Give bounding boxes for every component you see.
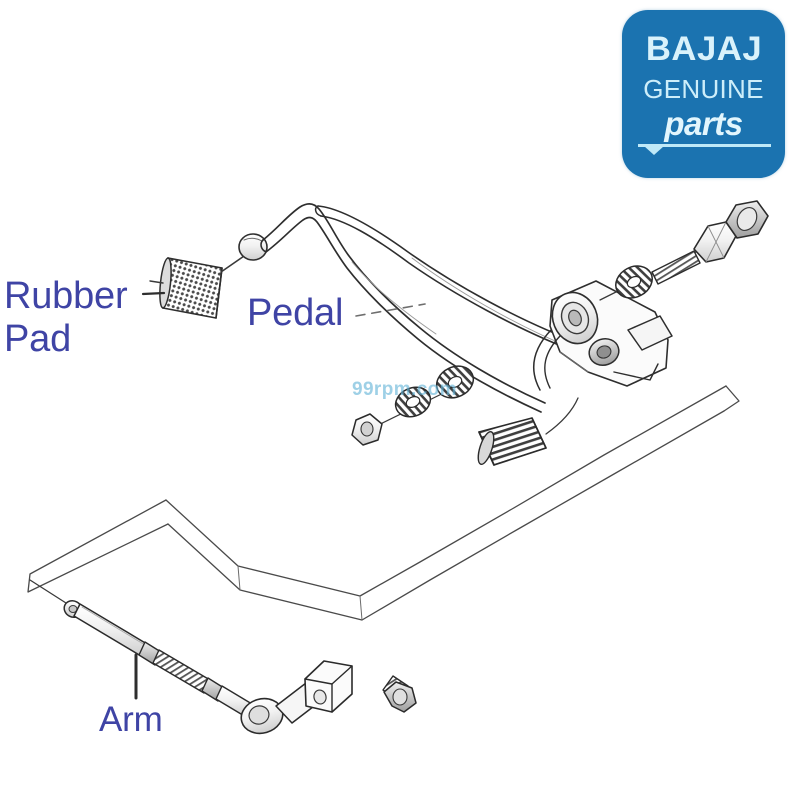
linkage-arm-rod: [29, 579, 253, 718]
callout-label-arm: Arm: [99, 700, 163, 739]
pedal-tip-knuckle: [238, 233, 268, 261]
lock-washer: [615, 265, 653, 299]
rubber-pad-upper: [149, 257, 223, 319]
logo-rule-group: [638, 142, 771, 156]
serrated-washer-2: [435, 365, 475, 399]
bolt-shank: [651, 250, 701, 285]
pivot-bracket: [532, 280, 673, 391]
leader-pedal: [355, 303, 426, 317]
footrest-frame-bar: [27, 385, 740, 621]
callout-label-rubber-pad: Rubber Pad: [4, 275, 128, 360]
small-hex-nut: [351, 413, 383, 446]
watermark-text: 99rpm.com: [352, 379, 457, 400]
bajaj-genuine-parts-logo: BAJAJ GENUINE parts: [622, 10, 785, 178]
pad-shaft: [220, 253, 248, 273]
callout-label-pedal: Pedal: [247, 292, 344, 334]
fastener-cluster: [351, 365, 475, 446]
logo-genuine-text: GENUINE: [643, 74, 764, 104]
rubber-pad-lower: [477, 397, 579, 466]
logo-parts-text: parts: [664, 105, 743, 142]
chevron-down-icon: [644, 146, 664, 155]
logo-underline: [638, 144, 771, 147]
bolt-head: [725, 200, 769, 239]
arm-clamp-bracket: [240, 660, 353, 735]
serrated-washer: [394, 386, 432, 418]
logo-brand-text: BAJAJ: [645, 30, 762, 68]
leader-lines: [134, 291, 426, 700]
pivot-bolt-assembly: [599, 200, 769, 301]
clamp-bolt: [382, 675, 417, 713]
gear-shift-pedal-lever: [260, 203, 586, 413]
leader-rubber-pad: [141, 291, 166, 296]
logo-inner: BAJAJ GENUINE parts: [622, 10, 785, 178]
